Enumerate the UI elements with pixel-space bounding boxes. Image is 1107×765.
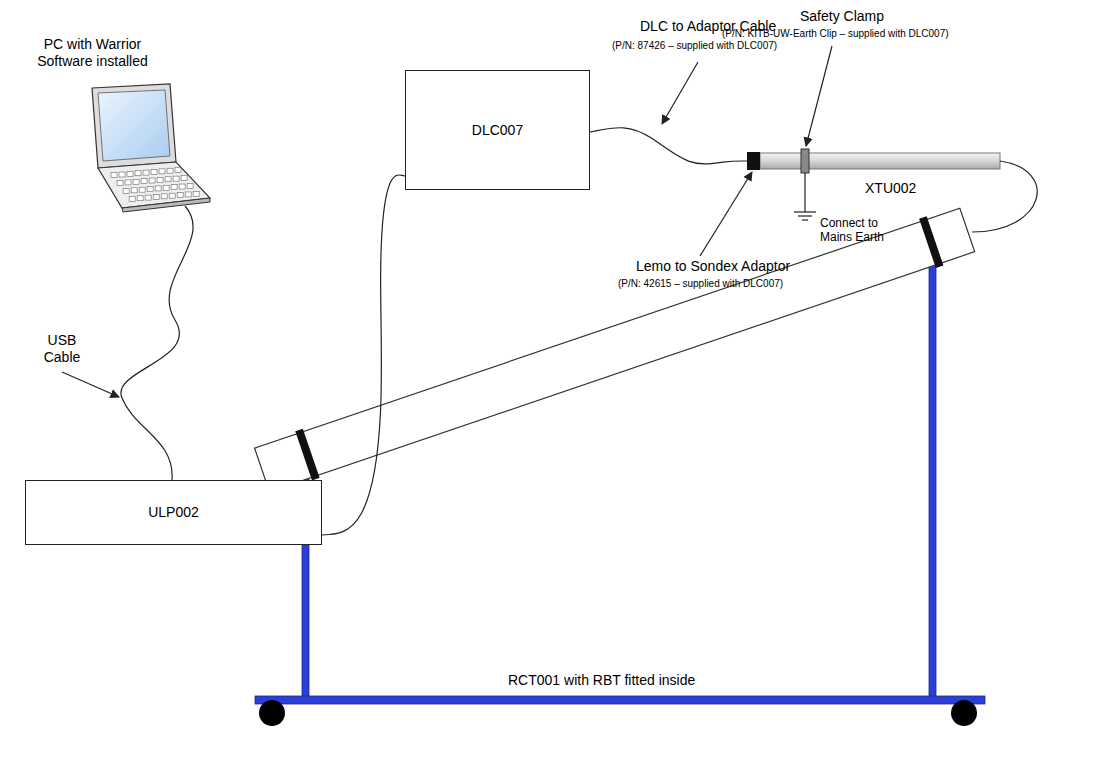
key <box>185 192 191 197</box>
part-number: (P/N: 87426 – supplied with DLC007) <box>612 40 777 52</box>
key <box>177 193 183 198</box>
laptop <box>92 84 176 168</box>
xtu-tube <box>760 153 1000 169</box>
key <box>187 183 193 188</box>
leader-line <box>62 372 119 397</box>
key <box>181 175 187 180</box>
key <box>141 179 147 184</box>
key <box>155 186 161 191</box>
tool-tube: XTU002 <box>747 152 1000 170</box>
laptop <box>111 168 199 202</box>
key <box>167 168 173 173</box>
cart <box>929 250 936 700</box>
test-cable <box>972 161 1037 232</box>
cart <box>255 208 975 492</box>
cable <box>590 128 747 164</box>
leader-line <box>700 172 752 256</box>
key <box>119 172 125 177</box>
xtu-tube <box>747 149 1000 220</box>
key <box>193 191 199 196</box>
leader-line <box>662 62 698 124</box>
cable <box>322 175 405 535</box>
key <box>147 187 153 192</box>
device-label: PC with Warrior Software installed <box>30 36 155 70</box>
key <box>139 187 145 192</box>
cable-label: USB Cable <box>38 332 86 366</box>
cart <box>254 205 985 726</box>
key <box>165 177 171 182</box>
xtu-tube <box>747 152 760 170</box>
key <box>125 180 131 185</box>
key <box>137 196 143 201</box>
key <box>127 171 133 176</box>
node-label: ULP002 <box>148 504 199 521</box>
part-number: (P/N: 42615 – supplied with DLC007) <box>618 278 783 290</box>
node-label: XTU002 <box>865 180 916 197</box>
cart <box>295 429 319 481</box>
xtu-tube <box>794 211 816 212</box>
node-label: DLC007 <box>472 122 523 139</box>
key <box>153 194 159 199</box>
key <box>123 188 129 193</box>
key <box>163 185 169 190</box>
cart <box>259 700 285 726</box>
laptop <box>92 84 210 212</box>
part-number: (P/N: KITB-UW-Earth Clip – supplied with… <box>722 28 949 40</box>
part-label: Safety Clamp <box>800 8 884 25</box>
key <box>117 181 123 186</box>
key <box>135 171 141 176</box>
key <box>131 188 137 193</box>
usb-cable <box>121 206 193 480</box>
key <box>173 176 179 181</box>
key <box>145 195 151 200</box>
key <box>161 194 167 199</box>
key <box>157 177 163 182</box>
laptop <box>98 90 170 161</box>
key <box>133 179 139 184</box>
key <box>175 168 181 173</box>
key <box>149 178 155 183</box>
leader-line <box>806 46 832 146</box>
cart <box>254 205 976 494</box>
key <box>171 185 177 190</box>
key <box>159 169 165 174</box>
logger-box: DLC007 <box>405 70 590 190</box>
key <box>179 184 185 189</box>
xtu-tube <box>801 149 809 173</box>
xtu-tube <box>798 215 812 216</box>
earth-note: Connect to Mains Earth <box>820 216 900 245</box>
key <box>129 196 135 201</box>
key <box>169 193 175 198</box>
interface-box: ULP002 <box>25 480 322 545</box>
cart <box>255 696 985 704</box>
xtu-tube <box>804 173 805 212</box>
cart <box>951 700 977 726</box>
key <box>151 169 157 174</box>
rig-label: RCT001 with RBT fitted inside <box>508 672 695 689</box>
cart <box>919 216 943 268</box>
part-label: Lemo to Sondex Adaptor <box>636 258 790 275</box>
key <box>143 170 149 175</box>
key <box>111 173 117 178</box>
xtu-tube <box>802 219 808 220</box>
